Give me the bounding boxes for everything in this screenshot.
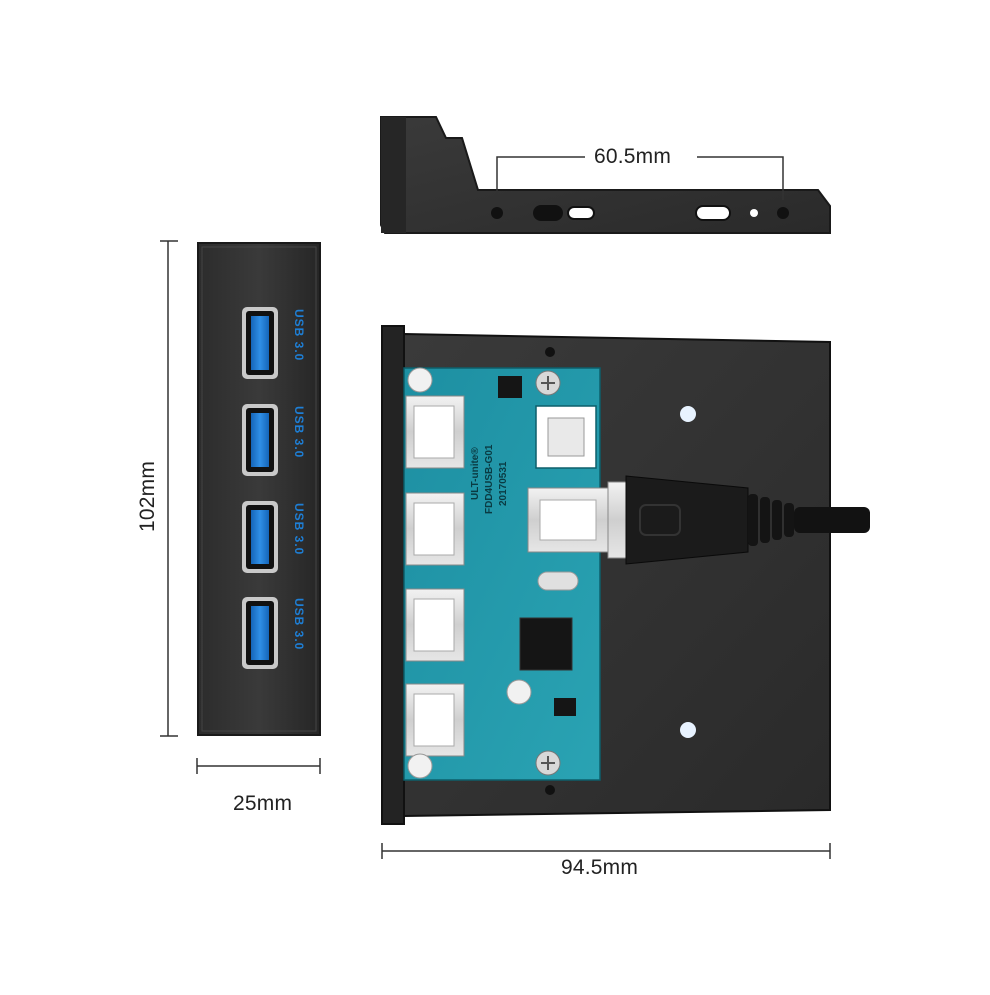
- front-usb-ports: [242, 307, 278, 669]
- depth-dimension: 25mm: [233, 792, 293, 815]
- width-dimension: 94.5mm: [561, 856, 639, 879]
- usb-port-label: USB 3.0: [292, 598, 306, 651]
- pcb-date-text: 20170531: [498, 461, 509, 506]
- depth-dimension-line: [196, 758, 321, 774]
- pcb-model-text: FDD4USB-G01: [484, 444, 495, 514]
- pcb-board: ULT-unite® FDD4USB-G01 20170531: [403, 367, 601, 781]
- pcb-usb-receptacle: [405, 683, 465, 757]
- usb-port: [242, 597, 278, 669]
- height-dimension: 102mm: [136, 460, 159, 532]
- usb-port: [242, 404, 278, 476]
- width-dimension-line: [381, 843, 831, 859]
- usb-port-label: USB 3.0: [292, 503, 306, 556]
- usb-port-label: USB 3.0: [292, 309, 306, 362]
- cable-strain-relief: [748, 494, 794, 546]
- top-spacing-dimension: 60.5mm: [594, 145, 672, 168]
- pcb-usb-receptacle: [405, 588, 465, 662]
- usb-port-label: USB 3.0: [292, 406, 306, 459]
- pcb-brand-text: ULT-unite®: [470, 447, 481, 500]
- usb-cable: [527, 475, 870, 565]
- usb-port: [242, 501, 278, 573]
- top-bracket: [380, 116, 831, 234]
- top-dimension-line: [496, 156, 784, 200]
- pcb-usb-receptacle: [405, 395, 465, 469]
- pcb-usb-receptacle: [405, 492, 465, 566]
- height-dimension-line: [160, 240, 178, 737]
- usb-port: [242, 307, 278, 379]
